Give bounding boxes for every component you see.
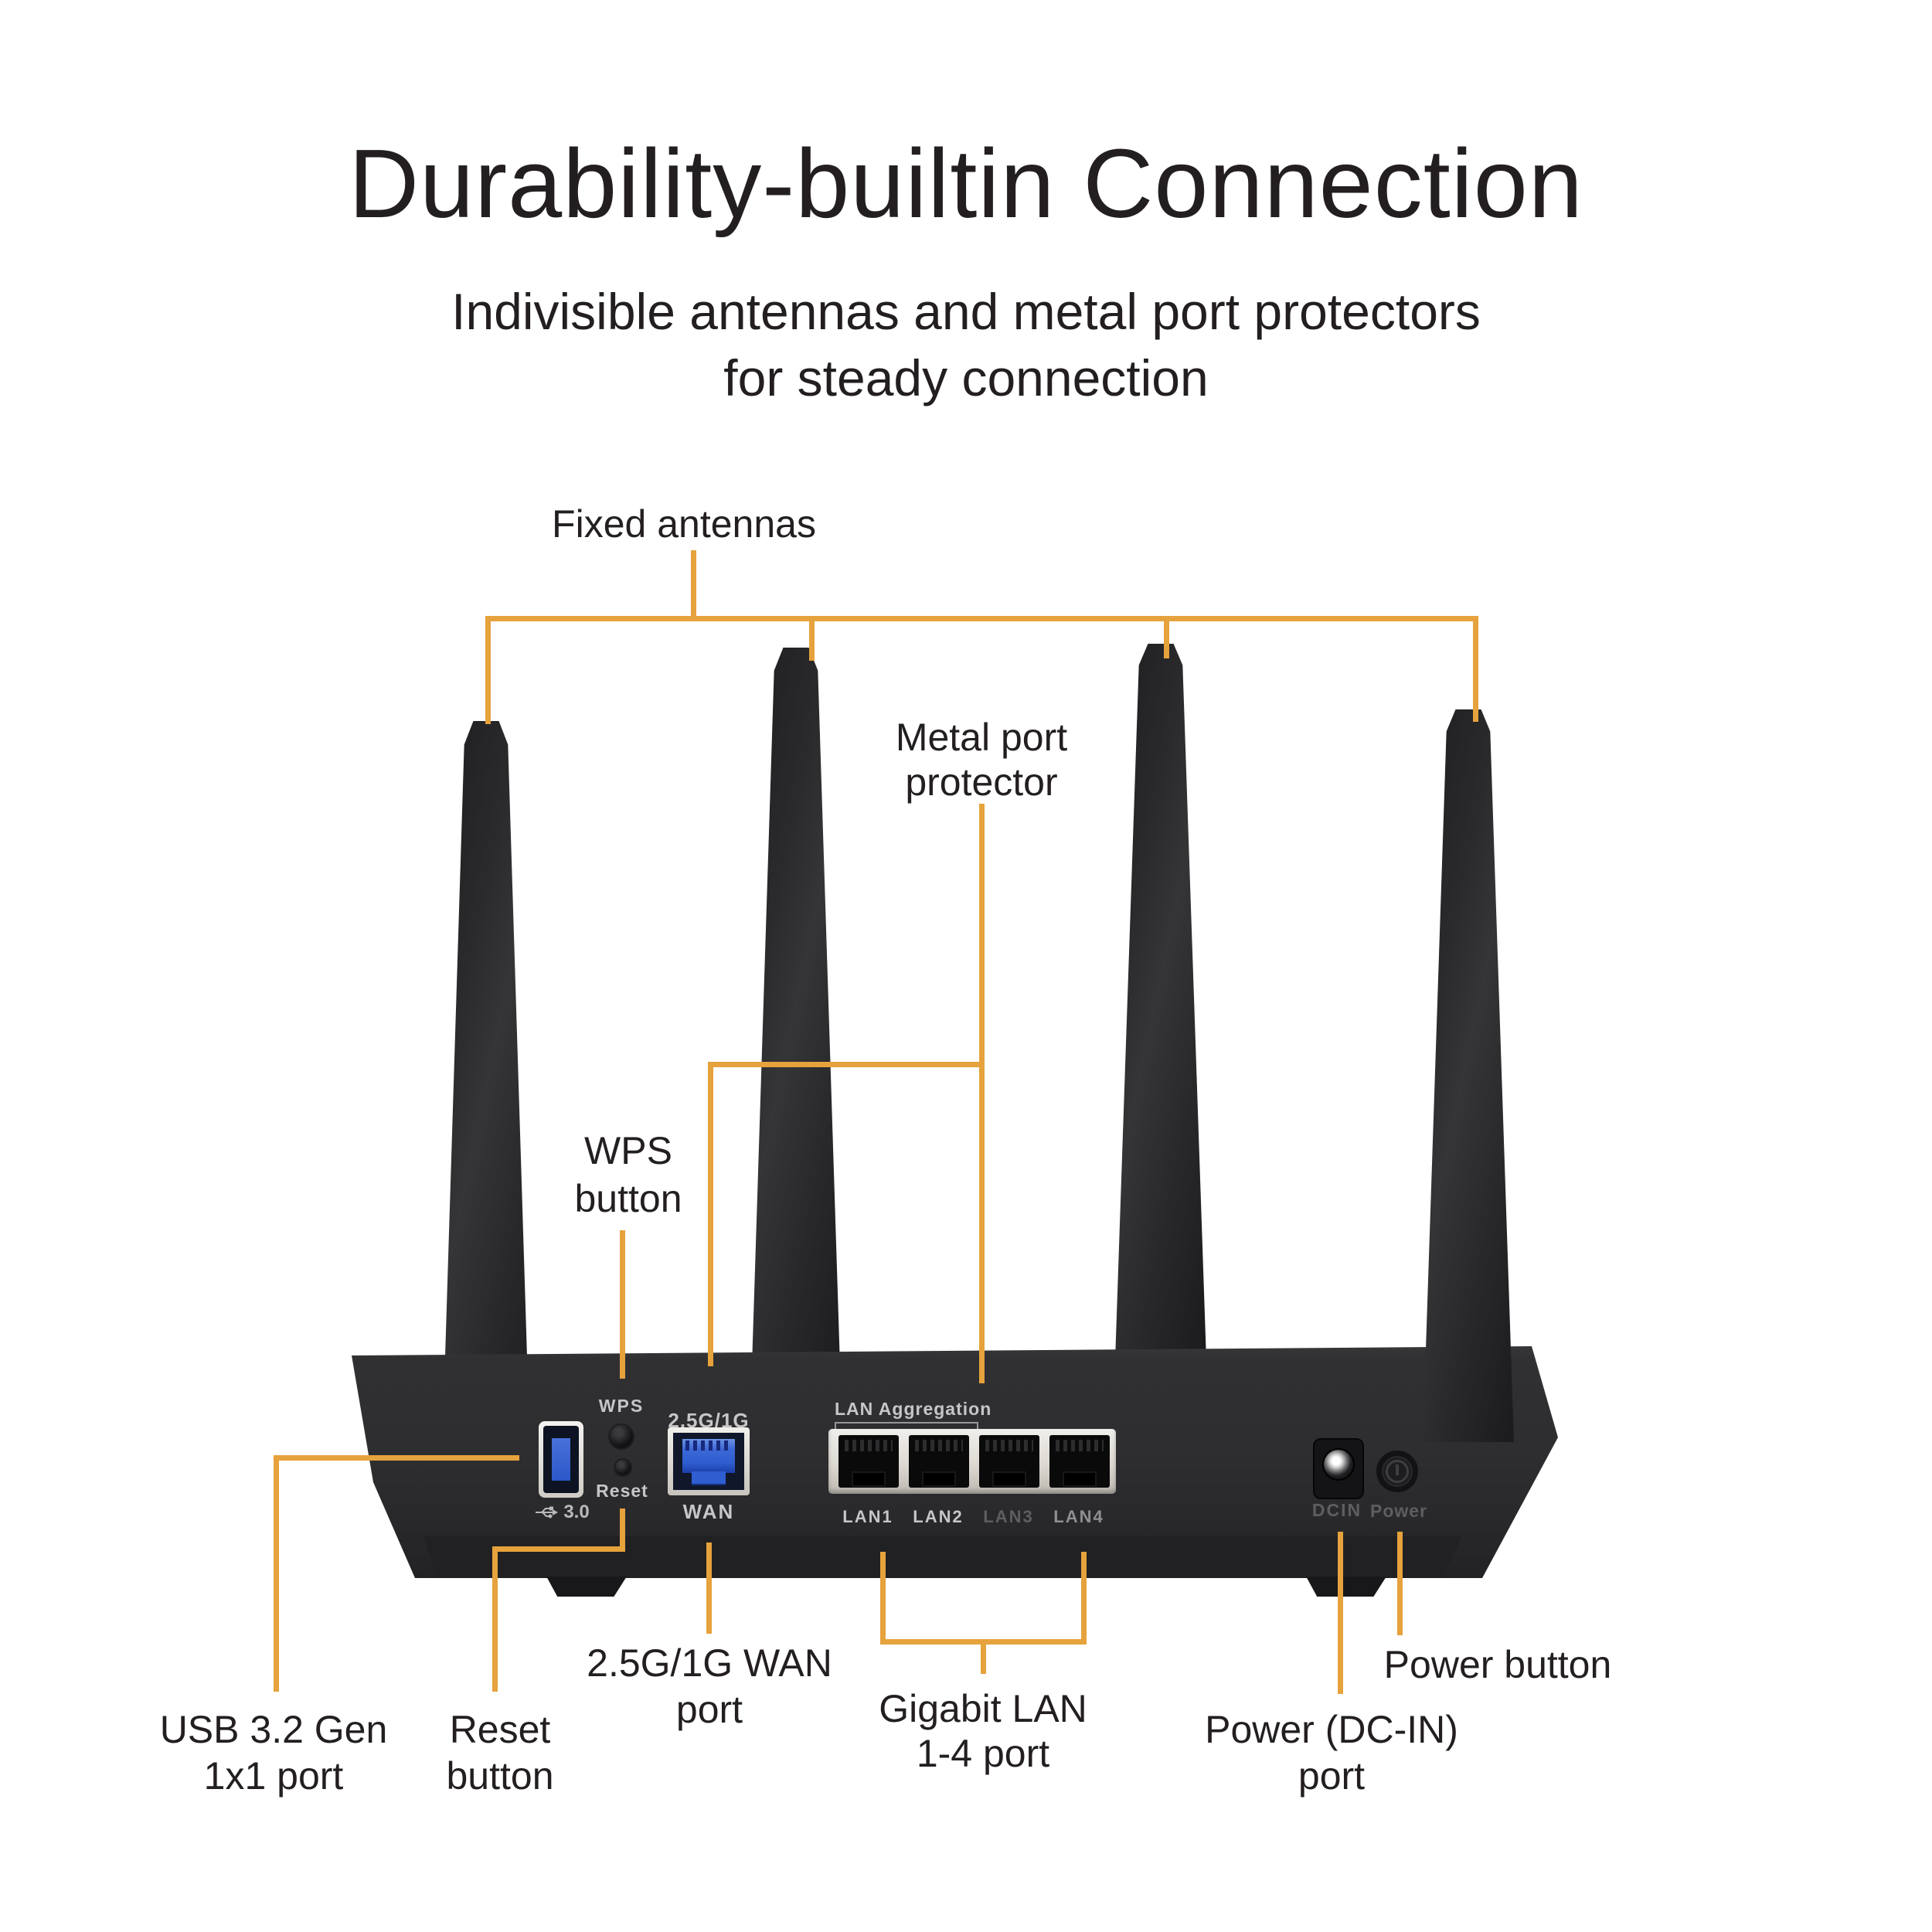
reset-button bbox=[615, 1460, 631, 1475]
usb-icon bbox=[536, 1506, 559, 1519]
callout-line-dcin bbox=[1338, 1532, 1343, 1694]
power-button bbox=[1376, 1451, 1418, 1492]
silkscreen-wan: WAN bbox=[682, 1500, 735, 1523]
subtitle-line-1: Indivisible antennas and metal port prot… bbox=[451, 283, 1481, 340]
usb-port-inner bbox=[543, 1426, 579, 1493]
router-foot-left bbox=[546, 1577, 627, 1597]
callout-label-reset-button: Reset button bbox=[446, 1708, 554, 1798]
callout-line-glan-right bbox=[1081, 1552, 1087, 1645]
callout-label-wps-button: WPS button bbox=[574, 1129, 682, 1220]
callout-line-fixed-stem bbox=[691, 550, 696, 621]
silkscreen-lan1: LAN1 bbox=[842, 1507, 893, 1526]
callout-line-glan-left bbox=[880, 1552, 886, 1645]
callout-line-fixed-drop-1 bbox=[485, 616, 491, 724]
callout-line-metal-stem bbox=[979, 804, 985, 1383]
callout-label-usb-port: USB 3.2 Gen 1x1 port bbox=[159, 1708, 388, 1798]
wan-port-connector bbox=[682, 1439, 735, 1473]
silkscreen-lan4: LAN4 bbox=[1053, 1507, 1104, 1526]
callout-label-fixed-antennas: Fixed antennas bbox=[552, 502, 816, 546]
lan-port-3 bbox=[979, 1435, 1039, 1488]
antenna-4 bbox=[1423, 709, 1514, 1442]
callout-line-glan-stem bbox=[981, 1639, 986, 1674]
callout-label-gigabit-lan: Gigabit LAN 1-4 port bbox=[879, 1687, 1087, 1775]
usb-port-tongue bbox=[552, 1438, 570, 1481]
callout-label-power-button: Power button bbox=[1383, 1643, 1612, 1686]
callout-line-reset-vertical bbox=[492, 1546, 498, 1692]
silkscreen-reset: Reset bbox=[596, 1481, 648, 1501]
dc-in-port bbox=[1313, 1438, 1364, 1499]
lan-aggregation-bracket bbox=[835, 1422, 978, 1430]
silkscreen-wps: WPS bbox=[598, 1396, 645, 1416]
callout-line-metal-drop bbox=[708, 1062, 713, 1366]
callout-label-power-dcin-port: Power (DC-IN) port bbox=[1205, 1708, 1458, 1798]
metal-port-protector-plate bbox=[828, 1429, 1116, 1494]
router-bottom-band bbox=[423, 1536, 1462, 1578]
router-foot-right bbox=[1306, 1577, 1386, 1597]
silkscreen-usb: 3.0 bbox=[519, 1502, 604, 1522]
silkscreen-lan2: LAN2 bbox=[913, 1507, 964, 1526]
wps-button bbox=[610, 1425, 633, 1448]
power-icon bbox=[1386, 1460, 1409, 1483]
lan-port-4 bbox=[1049, 1435, 1110, 1488]
silkscreen-power: Power bbox=[1369, 1501, 1428, 1521]
callout-line-wps bbox=[620, 1230, 625, 1379]
subtitle-line-2: for steady connection bbox=[723, 349, 1209, 406]
callout-line-metal-branch bbox=[708, 1062, 985, 1067]
lan-port-2 bbox=[909, 1435, 969, 1488]
silkscreen-usb-label: 3.0 bbox=[563, 1502, 590, 1522]
page-title: Durability-builtin Connection bbox=[349, 129, 1583, 238]
dc-jack bbox=[1322, 1448, 1355, 1481]
silkscreen-lan-aggregation: LAN Aggregation bbox=[835, 1399, 992, 1419]
page-subtitle: Indivisible antennas and metal port prot… bbox=[0, 278, 1932, 411]
silkscreen-lan3: LAN3 bbox=[983, 1507, 1034, 1526]
callout-line-reset-stub bbox=[620, 1509, 625, 1552]
silkscreen-dcin: DCIN bbox=[1311, 1500, 1362, 1520]
callout-line-fixed-drop-2 bbox=[809, 616, 815, 661]
callout-line-usb-vertical bbox=[274, 1455, 279, 1692]
wan-port bbox=[668, 1427, 750, 1495]
wan-port-tab bbox=[692, 1471, 726, 1484]
callout-line-power bbox=[1397, 1532, 1403, 1635]
callout-line-reset-horizontal bbox=[492, 1546, 625, 1552]
callout-line-wan bbox=[706, 1543, 712, 1634]
wan-port-inner bbox=[673, 1433, 744, 1490]
callout-line-usb-horizontal bbox=[274, 1455, 519, 1461]
callout-line-fixed-horizontal bbox=[485, 616, 1478, 621]
callout-label-wan-port: 2.5G/1G WAN port bbox=[587, 1641, 832, 1731]
usb-port bbox=[539, 1421, 583, 1498]
callout-line-fixed-drop-3 bbox=[1164, 616, 1169, 658]
callout-label-metal-port-protector: Metal port protector bbox=[895, 716, 1068, 804]
callout-line-fixed-drop-4 bbox=[1473, 616, 1478, 722]
lan-port-1 bbox=[838, 1435, 899, 1488]
